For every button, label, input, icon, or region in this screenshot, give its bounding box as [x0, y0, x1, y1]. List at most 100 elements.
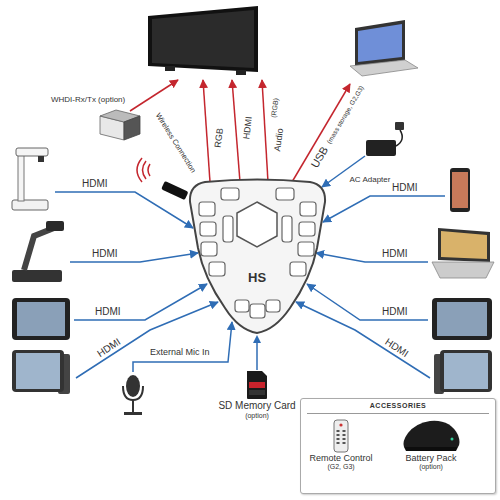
signal-label: Wireless Connection: [153, 111, 198, 175]
icon: [451, 438, 454, 441]
laptop-right: [438, 228, 490, 262]
tablet-right: [432, 298, 492, 340]
hub-outline: [298, 242, 314, 256]
icon: [337, 434, 340, 436]
icon: [404, 447, 458, 451]
tablet-left: [17, 302, 65, 336]
ipad-right: [440, 350, 492, 392]
signal-label: HDMI: [242, 115, 254, 141]
ac-adapter: [366, 140, 396, 156]
signal-label: HDMI: [94, 335, 123, 359]
icon: [216, 370, 297, 400]
hub-outline: [223, 216, 233, 242]
hub-outline: [209, 262, 225, 276]
divider: [307, 413, 489, 414]
tv-screen: [148, 6, 258, 72]
caption: (G2, G3): [307, 463, 374, 471]
device-caption: WHDI-Rx/Tx (option): [50, 96, 126, 105]
wireless-dongle: [161, 181, 188, 200]
document-camera-dark: [12, 221, 64, 282]
icon: [400, 417, 462, 453]
ipad-right: [434, 350, 492, 394]
icon: [337, 438, 340, 440]
icon: [339, 423, 342, 426]
wireless-dongle: [143, 161, 147, 179]
icon: [404, 421, 460, 447]
output-wire: [262, 80, 268, 182]
icon: [247, 371, 267, 399]
caption: Battery Pack: [398, 453, 464, 463]
hub-outline: [276, 188, 294, 200]
signal-label: HDMI: [391, 182, 419, 193]
document-camera-dark: [24, 228, 54, 270]
icon: [334, 420, 348, 452]
signal-note: (mass storage, G2,G3): [325, 83, 366, 145]
tablet-left: [12, 298, 70, 340]
laptop-top: [350, 60, 418, 76]
output-wire: [203, 80, 210, 182]
icon: [398, 417, 464, 453]
whdi-box: [100, 110, 140, 140]
signal-label: HDMI: [91, 248, 119, 259]
icon: [249, 390, 265, 395]
input-wire: [70, 253, 198, 262]
smartphone: [452, 172, 468, 208]
wireless-dongle: [148, 164, 150, 176]
microphone: [132, 400, 134, 413]
icon: [343, 434, 346, 436]
remote-control: Remote Control(G2, G3): [307, 419, 374, 471]
input-wire: [307, 284, 428, 320]
device-name: HS: [248, 271, 266, 286]
hub-outline: [290, 262, 306, 276]
caption: Remote Control: [307, 453, 374, 463]
tablet-right: [432, 298, 492, 340]
whdi-box: [124, 116, 140, 140]
input-wire: [133, 322, 232, 372]
document-camera: [16, 148, 48, 156]
document-camera: [18, 155, 24, 201]
output-wire: [232, 80, 240, 182]
icon: [333, 419, 349, 453]
ipad-left: [12, 350, 70, 394]
ipad-right: [444, 353, 488, 389]
tv-screen: [152, 10, 254, 68]
tv-screen: [165, 66, 175, 71]
ipad-left: [16, 353, 60, 389]
hub-outline: [237, 202, 277, 247]
caption: (option): [398, 463, 464, 471]
tv-screen: [148, 6, 258, 75]
panel-heading: ACCESSORIES: [301, 399, 495, 410]
document-camera: [38, 156, 44, 162]
hub-outline: [250, 304, 265, 318]
ac-adapter: [396, 130, 402, 146]
output-wire: [130, 80, 350, 182]
icon: [343, 430, 346, 432]
ac-adapter: [366, 122, 404, 156]
battery-pack: Battery Pack(option): [398, 417, 464, 471]
device-caption: AC Adapter: [349, 176, 392, 185]
hub-outline: [201, 242, 217, 256]
signal-label: HDMI: [382, 335, 411, 359]
laptop-top: [355, 20, 405, 66]
smartphone: [450, 168, 470, 212]
device-caption: External Mic In: [149, 348, 211, 358]
tablet-left: [12, 298, 70, 340]
document-camera-dark: [46, 221, 64, 231]
signal-label: HDMI: [381, 306, 409, 317]
hub-outline: [266, 300, 280, 312]
hub-outline: [190, 180, 325, 334]
laptop-right: [432, 262, 494, 278]
input-wire: [55, 192, 193, 228]
input-wire: [316, 253, 428, 262]
signal-label: USB: [307, 143, 330, 170]
signal-label: HDMI: [381, 248, 409, 259]
accessories-panel: ACCESSORIES Remote Control(G2, G3) Battery…: [300, 398, 496, 494]
signal-label: Audio: [272, 127, 285, 153]
input-wire: [296, 302, 430, 378]
ac-adapter: [395, 122, 404, 130]
microphone: [126, 375, 140, 397]
ipad-left: [12, 350, 64, 392]
